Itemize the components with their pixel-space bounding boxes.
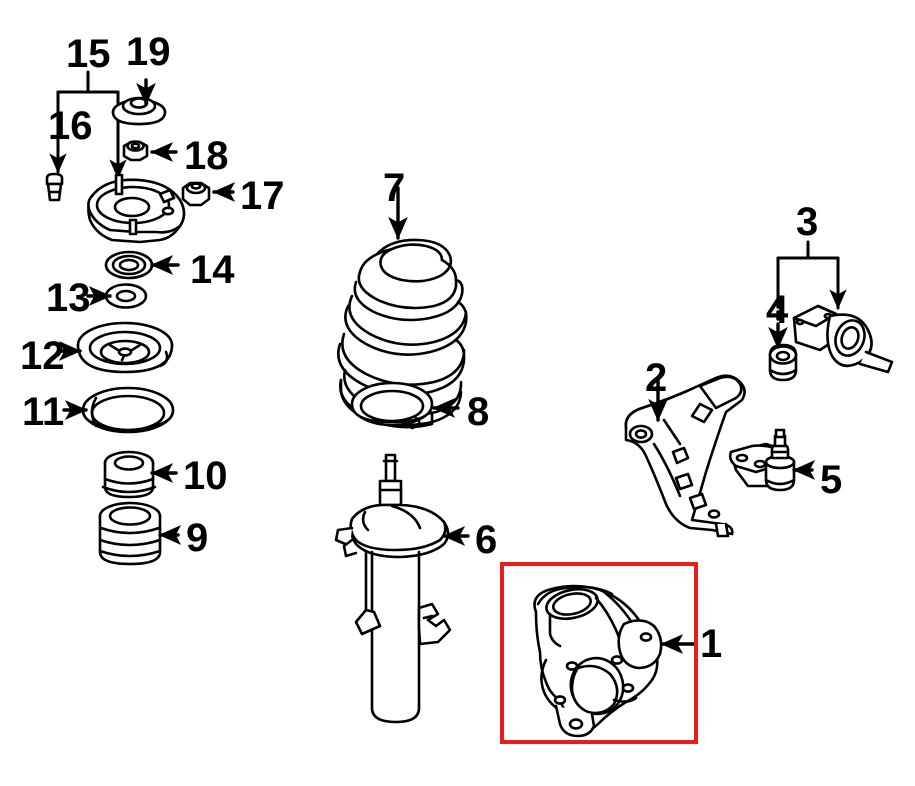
- callout-arrows: [58, 78, 816, 654]
- callout-number-dust-boot: 9: [186, 516, 209, 560]
- callout-number-steering-knuckle: 1: [700, 622, 723, 666]
- callout-number-lower-control-arm: 2: [645, 356, 668, 400]
- callout-number-stabilizer-bushing: 4: [766, 288, 789, 332]
- callout-number-mount-bolt: 16: [48, 104, 93, 148]
- part-12-upper-spring-seat: [76, 321, 174, 374]
- part-1-steering-knuckle: [533, 584, 663, 738]
- callout-number-strut-mount-kit: 15: [66, 32, 111, 76]
- part-18-lock-nut: [122, 140, 149, 162]
- callout-number-bump-stop: 10: [183, 454, 228, 498]
- part-17-mount-nut: [181, 181, 211, 207]
- part-13-washer: [104, 283, 148, 309]
- callout-number-upper-spring-seat: 12: [20, 334, 65, 378]
- part-10-bump-stop: [101, 450, 157, 499]
- highlight-box-part-1: [500, 562, 698, 744]
- part-11-upper-spring-seat-rubber: [81, 386, 175, 434]
- part-15-strut-mount: [87, 173, 186, 244]
- part-2-lower-control-arm: [624, 374, 746, 538]
- callout-number-mount-nut: 17: [240, 174, 285, 218]
- part-9-dust-boot: [98, 501, 162, 566]
- callout-number-lock-nut: 18: [184, 134, 229, 178]
- part-8-lower-spring-seat: [350, 381, 434, 430]
- part-4-stabilizer-bushing: [768, 343, 798, 382]
- callout-number-ball-joint: 5: [820, 458, 843, 502]
- part-16-mount-bolt: [45, 172, 64, 202]
- part-14-strut-bearing: [104, 250, 154, 280]
- leader-3: [776, 240, 847, 310]
- callout-number-upper-spring-seat-rubber: 11: [22, 390, 65, 434]
- callout-number-coil-spring: 7: [383, 166, 406, 210]
- part-5-ball-joint: [728, 428, 796, 492]
- callout-number-strut-bearing: 14: [190, 248, 235, 292]
- part-3-stabilizer-bracket: [792, 304, 894, 374]
- part-19-upper-mount-cap: [111, 96, 167, 126]
- callout-number-lower-spring-seat: 8: [467, 390, 490, 434]
- callout-number-strut-assembly: 6: [475, 518, 498, 562]
- callout-number-washer: 13: [46, 276, 91, 320]
- callout-number-stabilizer-bar-bracket: 3: [796, 200, 819, 244]
- part-6-strut-assembly: [334, 453, 452, 724]
- callout-number-upper-mount-cap: 19: [126, 30, 171, 74]
